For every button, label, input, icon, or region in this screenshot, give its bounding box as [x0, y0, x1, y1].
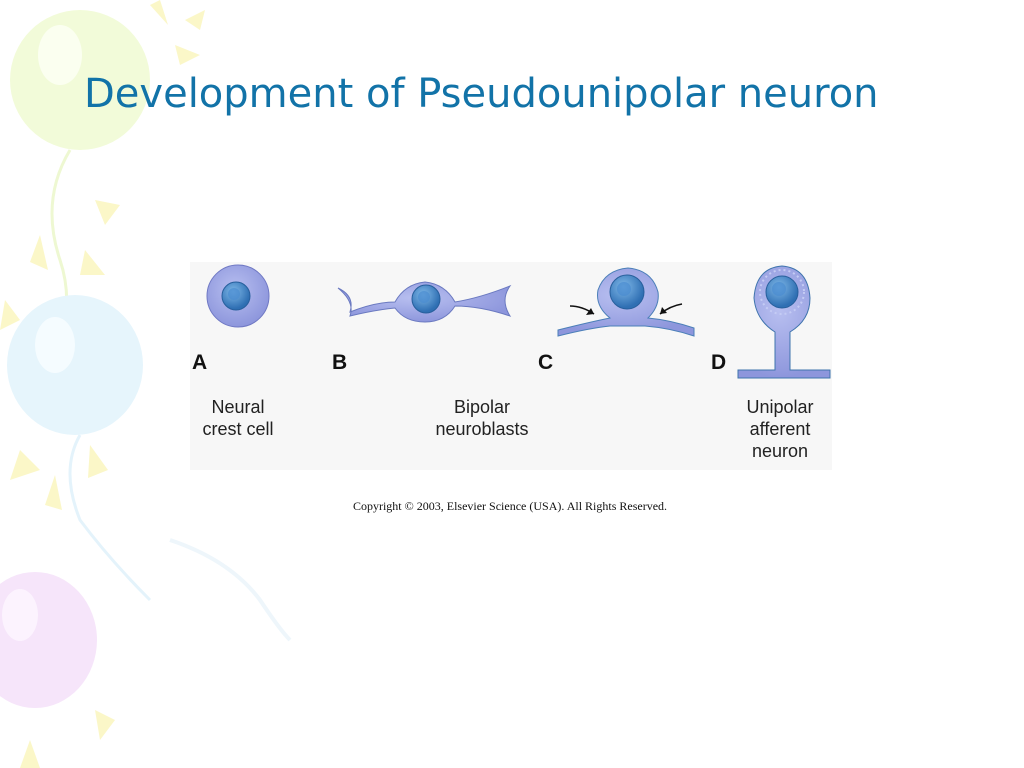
- unipolar-neuron-drawing: [737, 265, 831, 379]
- caption-line: afferent: [749, 419, 811, 439]
- caption-line: crest cell: [202, 419, 274, 439]
- neural-crest-cell-drawing: [206, 264, 270, 328]
- panel-label-b: B: [332, 351, 348, 374]
- caption-line: neuroblasts: [435, 419, 529, 439]
- yellow-balloon: [10, 10, 150, 381]
- caption-line: Neural: [211, 397, 265, 417]
- caption-neural-crest-cell: Neural crest cell: [190, 396, 286, 440]
- panel-label-c: C: [538, 351, 554, 374]
- pink-balloon: [0, 572, 115, 768]
- converging-neuron-drawing: [557, 267, 695, 337]
- slide-title: Development of Pseudounipolar neuron: [84, 71, 879, 117]
- caption-line: Bipolar: [453, 397, 511, 417]
- sun-rays: [0, 0, 205, 330]
- caption-unipolar-afferent-neuron: Unipolar afferent neuron: [730, 396, 830, 462]
- caption-line: neuron: [751, 441, 809, 461]
- neuron-development-figure: A B C D Neural crest cell Bipolar neurob…: [190, 262, 832, 470]
- panel-label-a: A: [192, 351, 208, 374]
- copyright-notice: Copyright © 2003, Elsevier Science (USA)…: [352, 499, 668, 513]
- bipolar-neuroblast-drawing: [337, 281, 512, 323]
- caption-line: Unipolar: [746, 397, 814, 417]
- blue-balloon: [7, 295, 152, 602]
- caption-bipolar-neuroblasts: Bipolar neuroblasts: [416, 396, 548, 440]
- panel-label-d: D: [711, 351, 727, 374]
